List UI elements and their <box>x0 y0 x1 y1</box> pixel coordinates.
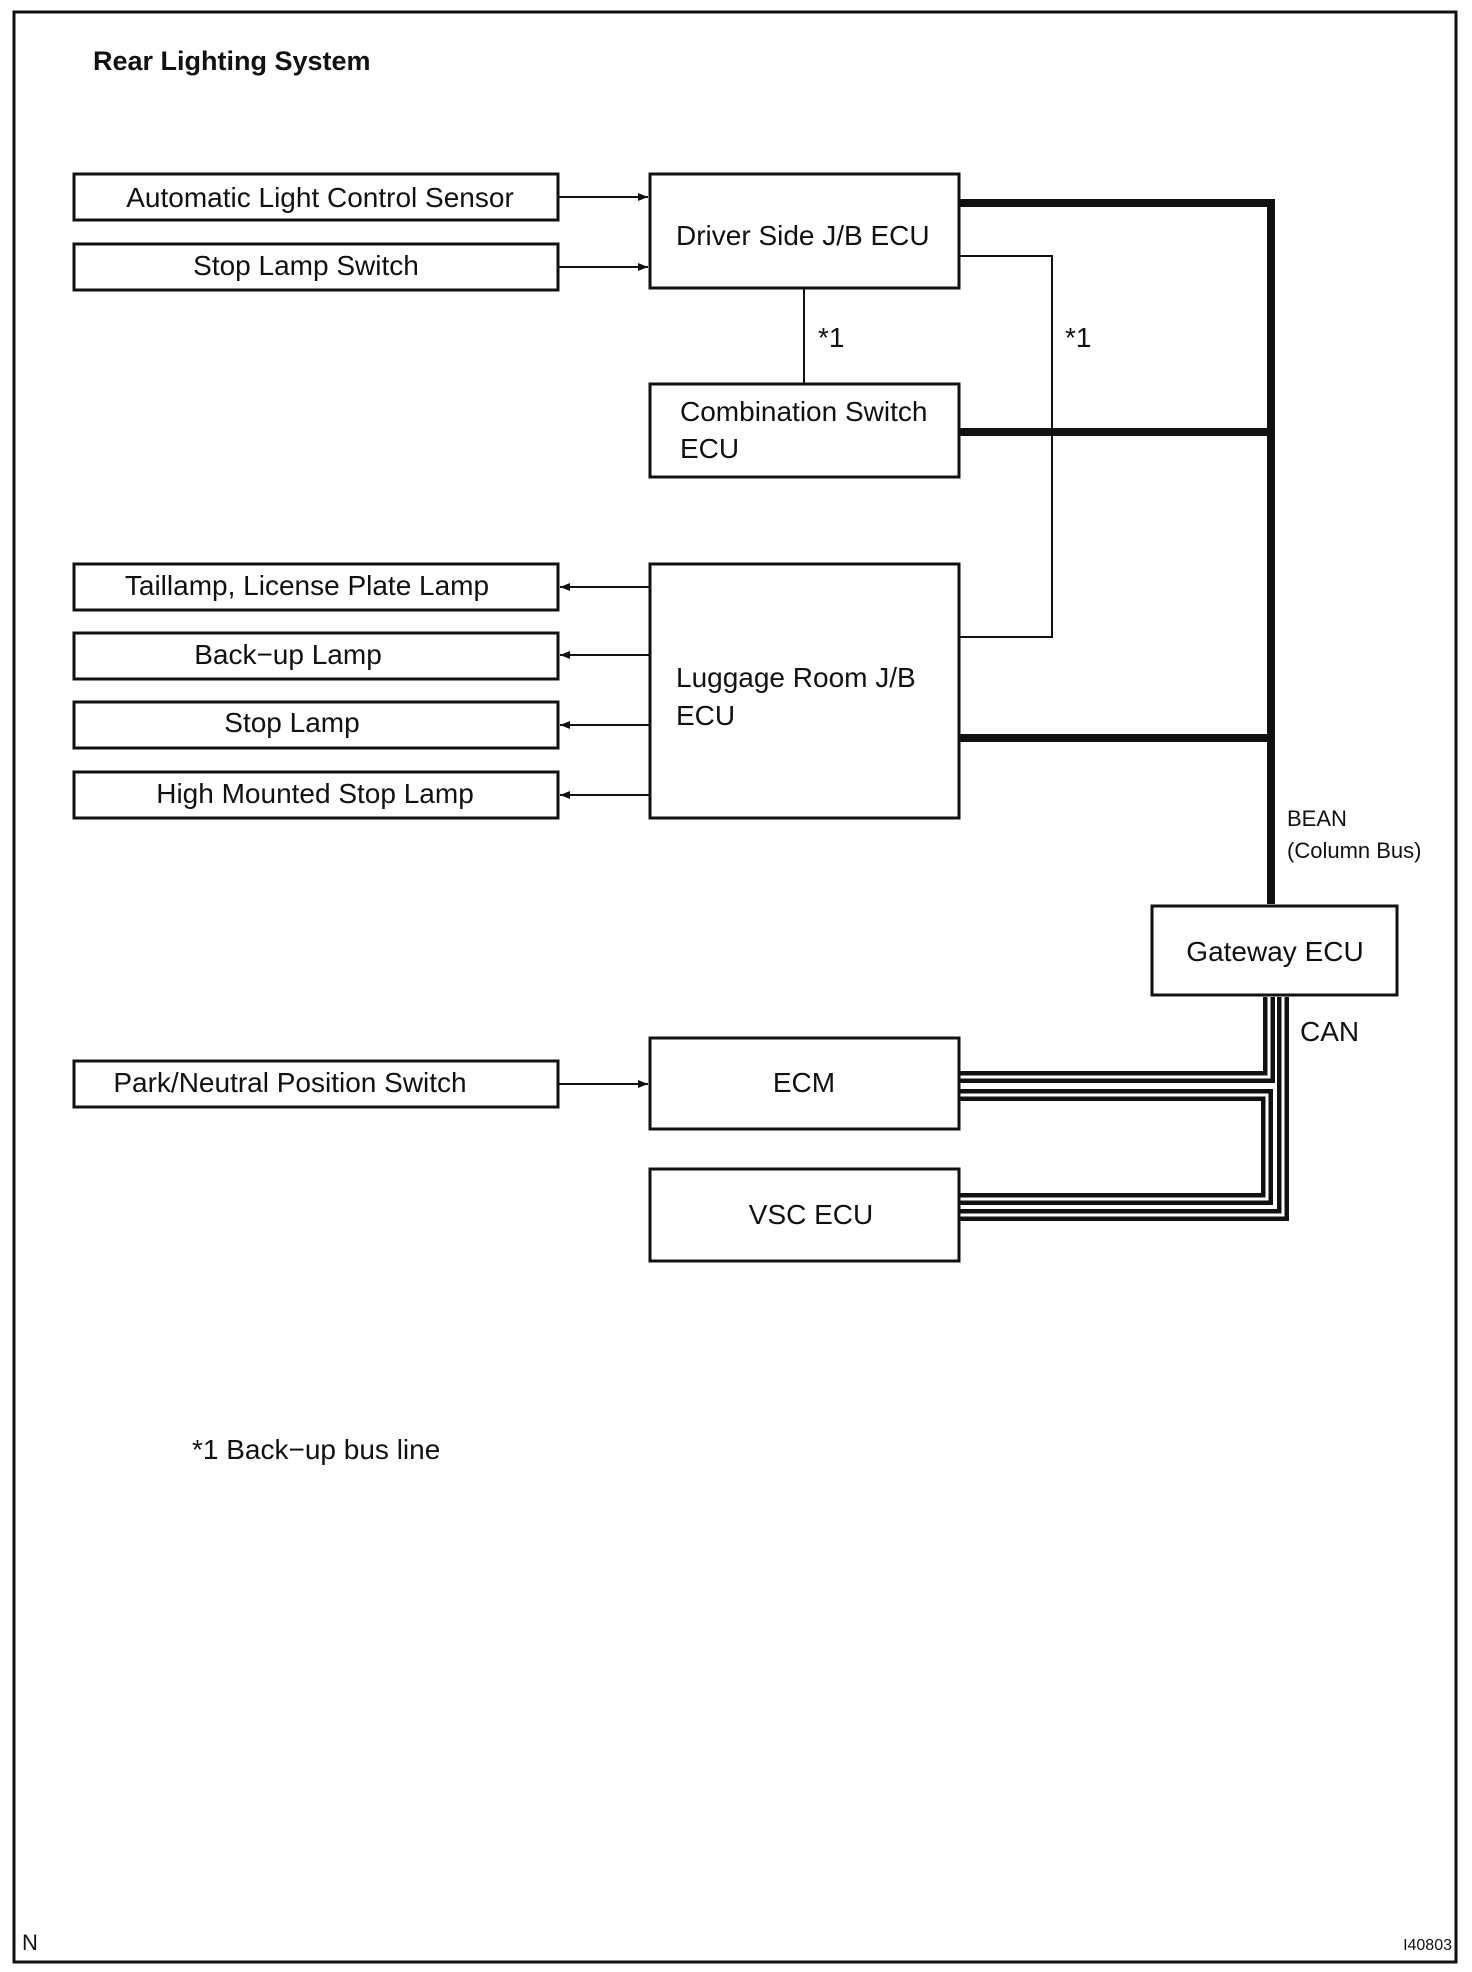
driver-side-jb-ecu-label: Driver Side J/B ECU <box>676 220 930 251</box>
backup-lamp-label: Back−up Lamp <box>194 639 382 670</box>
bean-label-line1: BEAN <box>1287 806 1347 831</box>
output-arrows <box>560 583 650 799</box>
high-mounted-stop-lamp-label: High Mounted Stop Lamp <box>156 778 474 809</box>
bean-bus <box>960 199 1275 904</box>
taillamp-label: Taillamp, License Plate Lamp <box>125 570 489 601</box>
input-arrows <box>558 193 648 1088</box>
backup-marker-1: *1 <box>818 322 844 353</box>
stop-lamp-label: Stop Lamp <box>224 707 359 738</box>
stop-lamp-switch-label: Stop Lamp Switch <box>193 250 419 281</box>
backup-marker-2: *1 <box>1065 322 1091 353</box>
park-neutral-switch-label: Park/Neutral Position Switch <box>113 1067 466 1098</box>
luggage-room-jb-ecu-label-line2: ECU <box>676 700 735 731</box>
bean-label-line2: (Column Bus) <box>1287 838 1421 863</box>
output-box-taillamp: Taillamp, License Plate Lamp <box>72 562 560 612</box>
vsc-ecu-label: VSC ECU <box>749 1199 873 1230</box>
combination-switch-ecu-label-line1: Combination Switch <box>680 396 927 427</box>
input-box-stop-lamp-switch: Stop Lamp Switch <box>72 242 560 292</box>
gateway-ecu-label: Gateway ECU <box>1186 936 1363 967</box>
vsc-ecu-box: VSC ECU <box>648 1167 961 1263</box>
diagram-title: Rear Lighting System <box>93 46 371 76</box>
backup-bus-lines <box>803 255 1053 638</box>
ecm-label: ECM <box>773 1067 835 1098</box>
luggage-room-jb-ecu-box: Luggage Room J/B ECU <box>648 562 961 820</box>
can-bus <box>960 997 1289 1221</box>
combination-switch-ecu-box: Combination Switch ECU <box>648 382 961 479</box>
gateway-ecu-box: Gateway ECU <box>1150 904 1399 997</box>
corner-mark-left: N <box>22 1930 38 1955</box>
luggage-room-jb-ecu-label-line1: Luggage Room J/B <box>676 662 916 693</box>
ecm-box: ECM <box>648 1036 961 1131</box>
output-box-stop-lamp: Stop Lamp <box>72 700 560 750</box>
input-box-park-neutral-switch: Park/Neutral Position Switch <box>72 1059 560 1109</box>
page-frame <box>12 10 1458 1964</box>
combination-switch-ecu-label-line2: ECU <box>680 433 739 464</box>
output-box-high-mounted-stop-lamp: High Mounted Stop Lamp <box>72 770 560 820</box>
output-box-backup-lamp: Back−up Lamp <box>72 631 560 681</box>
figure-code: I40803 <box>1403 1937 1452 1954</box>
can-label: CAN <box>1300 1016 1359 1047</box>
auto-light-sensor-label: Automatic Light Control Sensor <box>126 182 514 213</box>
driver-side-jb-ecu-box: Driver Side J/B ECU <box>648 172 961 290</box>
footnote: *1 Back−up bus line <box>192 1434 440 1465</box>
input-box-auto-light-sensor: Automatic Light Control Sensor <box>72 172 560 222</box>
